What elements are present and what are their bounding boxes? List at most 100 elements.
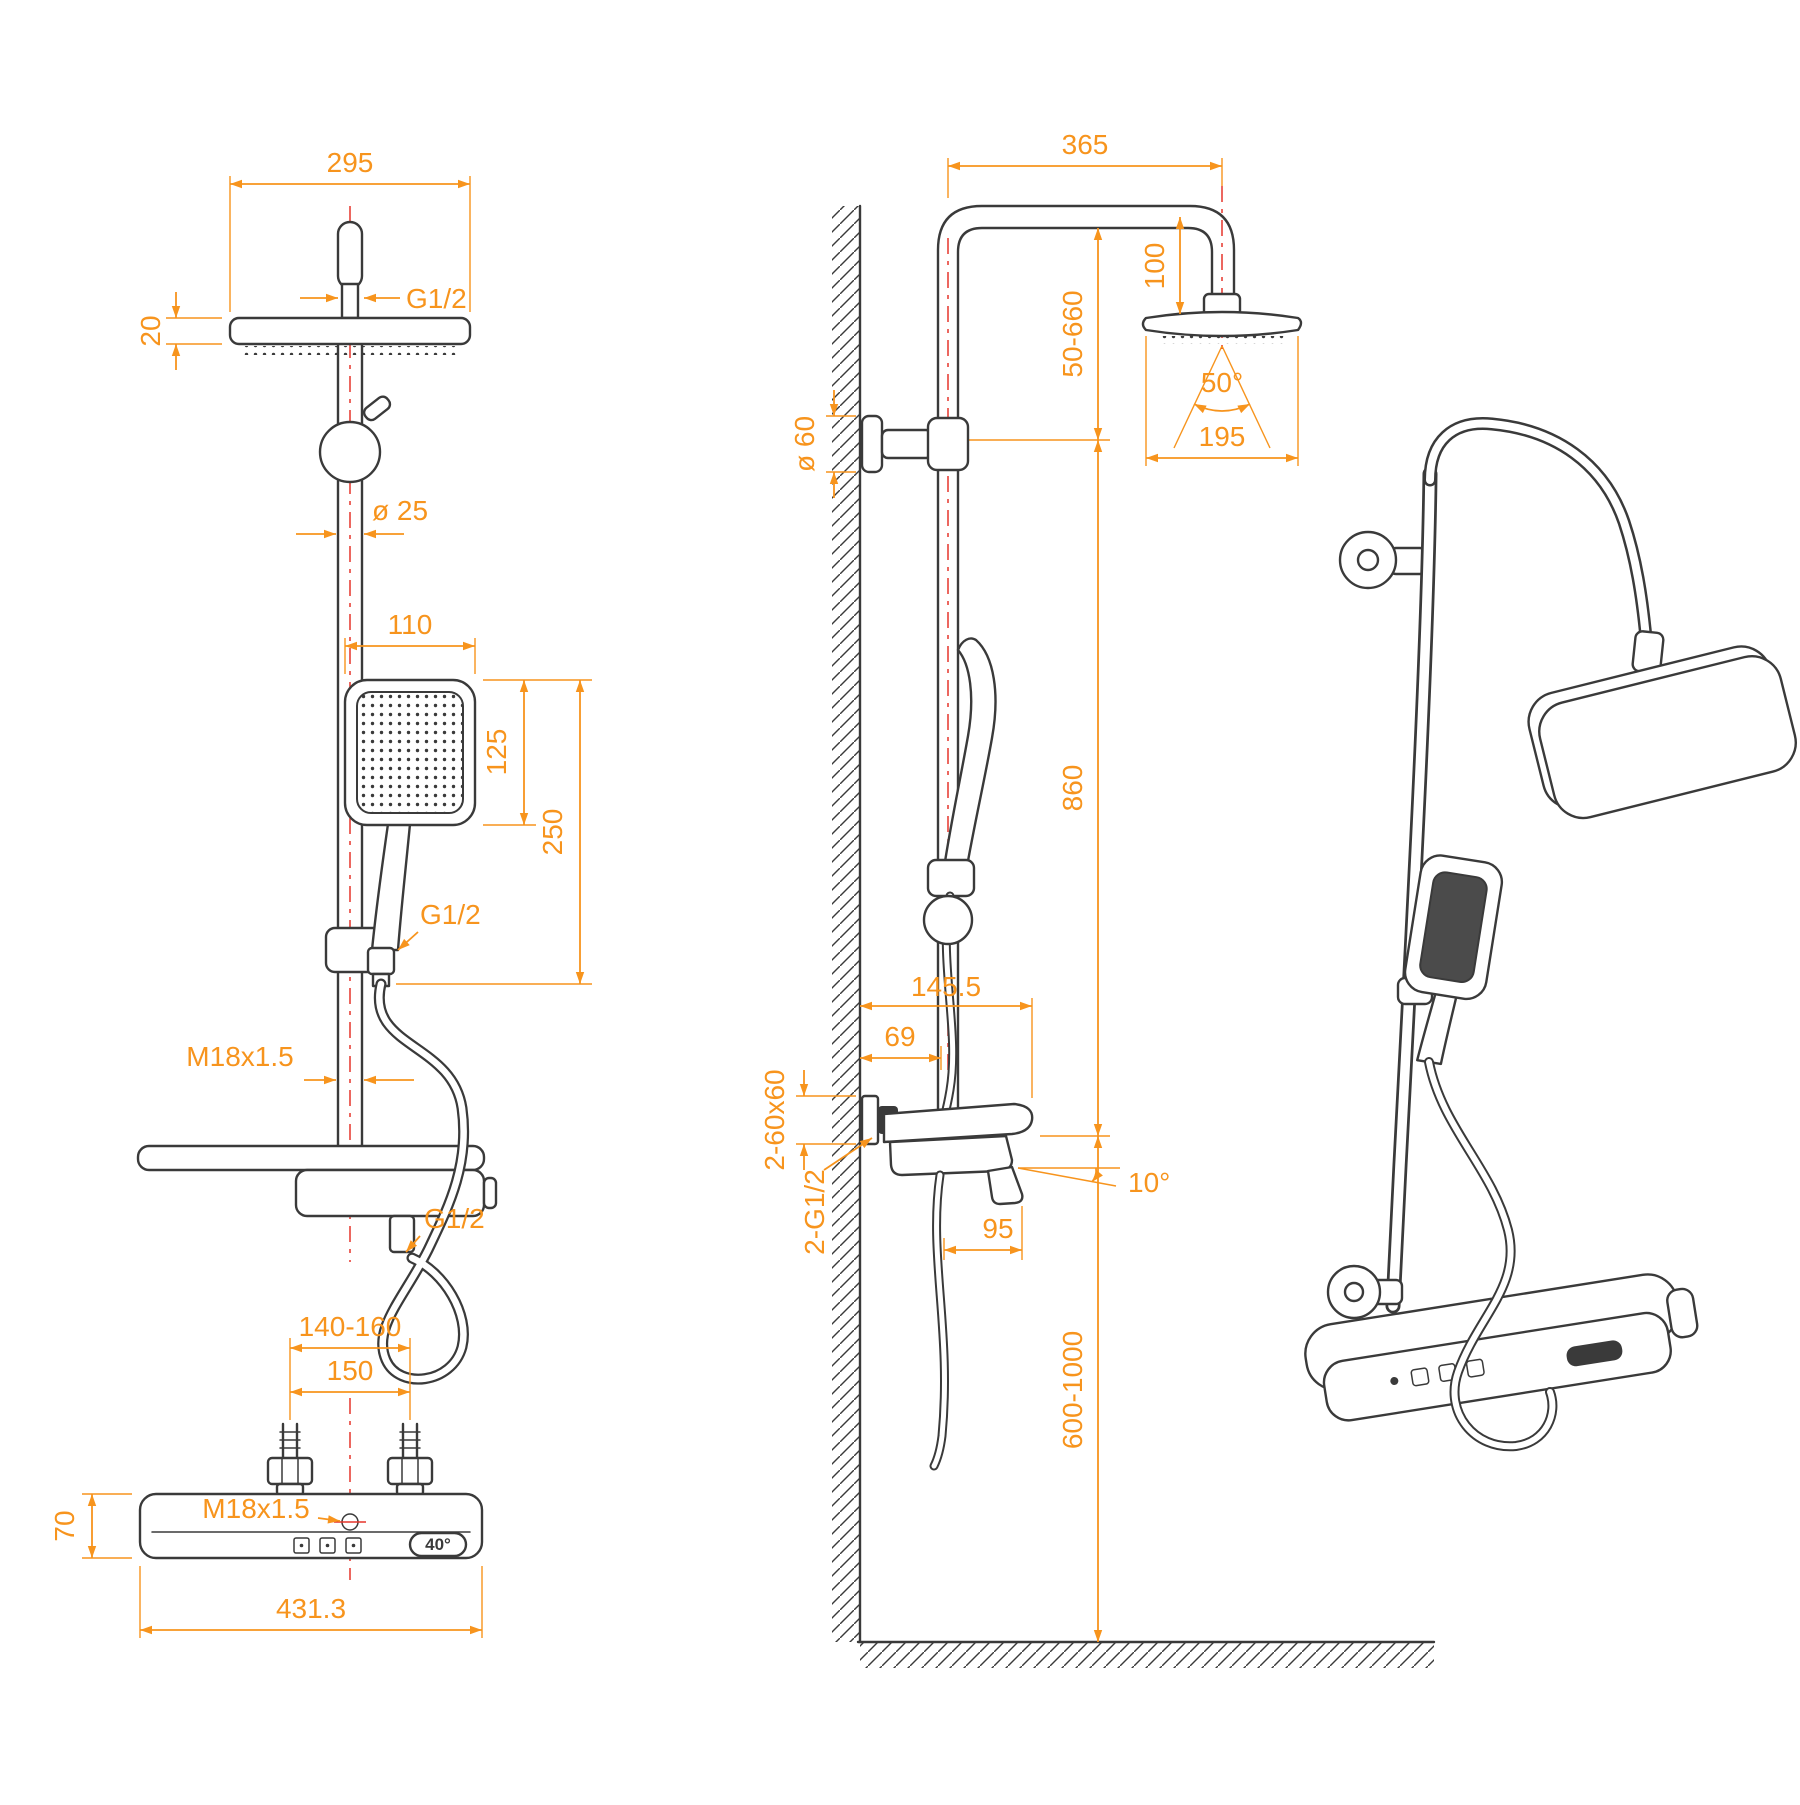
dim-label-arm-reach: 365 bbox=[1062, 129, 1109, 160]
hand-shower-3d bbox=[1403, 854, 1504, 1066]
wall-hatch bbox=[832, 206, 860, 1642]
hose-connector bbox=[366, 946, 396, 976]
dim-head-thread: G1/2 bbox=[300, 283, 467, 314]
wall-bracket-top-3d bbox=[1338, 530, 1428, 590]
shelf-mixer-3d bbox=[1304, 1273, 1699, 1422]
wall-bracket-side bbox=[860, 414, 970, 474]
dim-head-depth: 195 bbox=[1145, 336, 1299, 466]
dim-label-spray-angle: 50° bbox=[1201, 367, 1243, 398]
dim-inlet-range: 140-160 150 bbox=[289, 1311, 411, 1420]
dim-shelf-depth: 145.5 bbox=[860, 971, 1033, 1098]
dim-label-inlet-range: 140-160 bbox=[299, 1311, 402, 1342]
shelf-side bbox=[882, 1102, 1034, 1144]
wall-bracket-front bbox=[318, 395, 392, 484]
shower-hose-front bbox=[373, 978, 470, 1385]
dim-label-pipe-diameter: ø 25 bbox=[372, 495, 428, 526]
mixer-body-front: 40° bbox=[138, 1492, 484, 1560]
dim-hose-thread-lower: G1/2 bbox=[405, 1203, 485, 1253]
dim-label-wall-plates: 2-60x60 bbox=[759, 1069, 790, 1170]
hand-shower-front bbox=[343, 678, 477, 988]
dim-label-spout-angle: 10° bbox=[1128, 1167, 1170, 1198]
dim-wall-plates: 2-60x60 bbox=[759, 1069, 856, 1171]
dim-label-hand-head-height: 125 bbox=[481, 729, 512, 776]
arm-3d bbox=[1423, 417, 1653, 645]
dim-label-shelf-depth: 145.5 bbox=[911, 971, 981, 1002]
bracket-flange bbox=[860, 414, 884, 474]
dim-wall-threads: 2-G1/2 bbox=[799, 1137, 873, 1255]
front-view: 295 G1/2 20 ø 25 110 bbox=[49, 147, 592, 1638]
dim-slide-range: 50-660 bbox=[968, 228, 1110, 441]
rain-head-3d bbox=[1527, 645, 1797, 820]
dim-hand-head-height: 125 bbox=[481, 679, 592, 826]
dim-bracket-offset: 69 bbox=[860, 1021, 942, 1070]
slider-holder-side bbox=[926, 858, 976, 898]
dim-arm-reach: 365 bbox=[947, 129, 1223, 198]
shelf-tray bbox=[136, 1144, 486, 1172]
dim-column-height: 860 bbox=[1040, 440, 1110, 1137]
mixer-knob bbox=[482, 1176, 498, 1210]
rain-head-nozzles-side bbox=[1158, 336, 1286, 344]
dim-bracket-diameter: ø 60 bbox=[789, 390, 856, 498]
dim-label-hand-width: 110 bbox=[388, 609, 433, 640]
mode-icon-spray bbox=[293, 1537, 310, 1554]
mode-icon-rain bbox=[319, 1537, 336, 1554]
mode-icon-3d-1 bbox=[1410, 1367, 1430, 1387]
dim-label-install-height: 600-1000 bbox=[1057, 1331, 1088, 1449]
dim-label-hose-thread-upper: G1/2 bbox=[420, 899, 481, 930]
hand-shower-handle-3d bbox=[1416, 989, 1459, 1066]
dim-label-body-width: 431.3 bbox=[276, 1593, 346, 1624]
dim-label-riser-thread: M18x1.5 bbox=[186, 1041, 293, 1072]
hand-shower-handle bbox=[370, 822, 412, 952]
mixer-knob-3d bbox=[1666, 1287, 1699, 1339]
diverter-lever bbox=[362, 395, 392, 422]
mixer-block-3d bbox=[1322, 1311, 1672, 1422]
dim-hose-thread-upper: G1/2 bbox=[397, 899, 481, 951]
wall-bracket-bottom-3d bbox=[1326, 1264, 1404, 1320]
column-ring bbox=[922, 894, 974, 946]
temp-button-label: 40° bbox=[425, 1535, 451, 1554]
rain-shower-head-front bbox=[228, 220, 472, 355]
floor-section bbox=[856, 1640, 1436, 1668]
dim-spout-reach: 95 bbox=[943, 1206, 1023, 1260]
dim-label-body-height: 70 bbox=[49, 1510, 80, 1541]
dim-label-column-height: 860 bbox=[1057, 765, 1088, 812]
dim-head-drop: 100 bbox=[1139, 217, 1185, 314]
mixer-side bbox=[882, 1102, 1034, 1206]
dim-body-thread: M18x1.5 bbox=[202, 1493, 341, 1524]
dim-label-hand-length: 250 bbox=[537, 809, 568, 856]
dim-label-head-thread: G1/2 bbox=[406, 283, 467, 314]
dim-label-head-thickness: 20 bbox=[135, 315, 166, 346]
dim-label-wall-threads: 2-G1/2 bbox=[799, 1169, 830, 1255]
dim-label-slide-range: 50-660 bbox=[1057, 290, 1088, 377]
dim-pipe-diameter: ø 25 bbox=[296, 495, 428, 539]
perspective-view bbox=[1304, 417, 1797, 1452]
dim-spray-angle: 50° bbox=[1173, 345, 1271, 449]
dim-label-inlet-spacing: 150 bbox=[327, 1355, 374, 1386]
rain-head-side bbox=[1141, 292, 1303, 344]
hand-shower-face-3d bbox=[1419, 871, 1488, 984]
inlet-fitting-right bbox=[386, 1422, 434, 1497]
temp-button-3d bbox=[1566, 1340, 1623, 1367]
wall-plate bbox=[860, 1094, 880, 1146]
dim-label-head-drop: 100 bbox=[1139, 243, 1170, 290]
hose-3d bbox=[1424, 1057, 1558, 1452]
dim-label-head-width: 295 bbox=[327, 147, 374, 178]
hand-shower-wand bbox=[942, 637, 997, 874]
dim-label-body-thread: M18x1.5 bbox=[202, 1493, 309, 1524]
shelf-mixer-front bbox=[136, 1144, 498, 1254]
inlet-fitting-left bbox=[266, 1422, 314, 1497]
dim-body-width: 431.3 bbox=[139, 1566, 483, 1638]
spout-side bbox=[986, 1165, 1024, 1206]
bracket-clamp bbox=[926, 416, 970, 472]
side-view: 50° 195 365 100 50-660 bbox=[759, 129, 1436, 1668]
dim-label-head-depth: 195 bbox=[1199, 421, 1246, 452]
floor-hatch bbox=[860, 1642, 1434, 1668]
dim-label-spout-reach: 95 bbox=[982, 1213, 1013, 1244]
shower-column-side bbox=[936, 204, 1236, 1164]
hand-shower-face bbox=[356, 691, 464, 814]
dim-head-thickness: 20 bbox=[135, 292, 222, 370]
rain-head-nozzles bbox=[240, 346, 460, 355]
dim-label-bracket-offset: 69 bbox=[884, 1021, 915, 1052]
